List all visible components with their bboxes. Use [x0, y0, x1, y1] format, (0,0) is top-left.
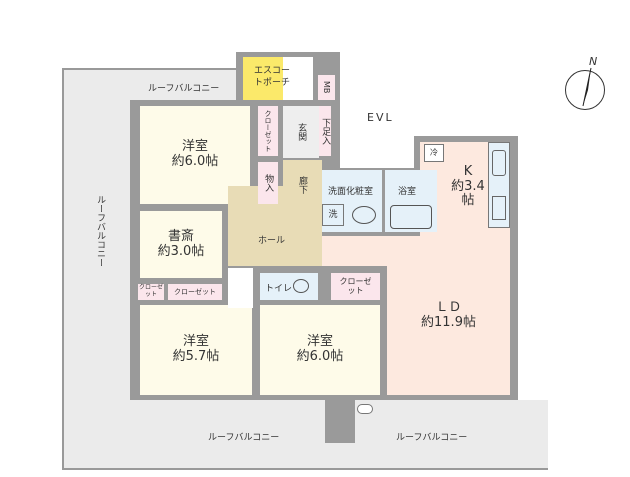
toilet-label: トイレ — [265, 284, 293, 294]
balcony-top — [64, 70, 240, 100]
kitchen: K 約3.4帖 — [448, 160, 488, 214]
mb-label: MB — [322, 81, 332, 94]
elevator-area — [340, 60, 418, 168]
fridge-label: 冷 — [430, 148, 438, 158]
corridor-label: 廊下 — [297, 176, 307, 194]
north-label: N — [589, 55, 598, 68]
ld-size: 約11.9帖 — [421, 314, 476, 330]
closet-mid: クローゼット — [331, 273, 380, 300]
balcony-outline — [62, 68, 548, 470]
outdoor-unit — [357, 404, 373, 414]
escort-porch-label: エスコートポーチ — [254, 66, 291, 88]
closet-study: クローゼット — [168, 284, 222, 300]
bedroom-1-size: 約6.0帖 — [171, 154, 219, 169]
bedroom-1-name: 洋室 — [181, 139, 208, 155]
mb: MB — [318, 75, 335, 100]
balcony-bottom — [64, 400, 548, 468]
right-wall — [510, 138, 518, 400]
corridor-area — [283, 160, 322, 190]
north-compass — [565, 70, 605, 110]
entrance: 玄関 — [283, 106, 319, 158]
escort-porch — [243, 57, 283, 100]
hall-label: ホール — [258, 236, 286, 246]
corridor-lower — [228, 268, 253, 308]
washroom-label: 洗面化粧室 — [328, 187, 374, 197]
bedroom-3: 洋室 約6.0帖 — [260, 305, 380, 395]
bedroom-2: 洋室 約5.7帖 — [140, 305, 252, 395]
bedroom-3-name: 洋室 — [306, 334, 333, 350]
washer: 洗 — [322, 204, 344, 226]
k-top-wall — [418, 136, 518, 142]
fridge: 冷 — [424, 144, 444, 162]
study-size: 約3.0帖 — [157, 243, 205, 259]
bedroom-3-size: 約6.0帖 — [296, 349, 344, 364]
storage-label: 物入 — [263, 174, 274, 192]
entrance-label: 玄関 — [296, 123, 307, 141]
kitchen-size: 約3.4帖 — [451, 178, 485, 209]
shoe-closet-label: 下足入 — [320, 117, 331, 145]
study: 書斎 約3.0帖 — [140, 211, 222, 278]
bedroom-2-name: 洋室 — [182, 334, 209, 350]
living-dining: ＬＤ 約11.9帖 — [387, 236, 510, 395]
shoe-closet: 下足入 — [319, 106, 331, 156]
stove-icon — [492, 196, 506, 220]
balcony-bottom-right-label: ルーフバルコニー — [396, 433, 468, 443]
balcony-left-label: ルーフバルコニー — [95, 195, 105, 267]
closet-mid-label: クローゼット — [339, 276, 372, 295]
ld-name: ＬＤ — [435, 299, 462, 315]
column-bottom — [325, 395, 355, 443]
closet-top-label: クローゼット — [264, 110, 273, 152]
bathroom-label: 浴室 — [398, 187, 417, 197]
storage: 物入 — [258, 162, 278, 204]
balcony-top-label: ルーフバルコニー — [148, 84, 220, 94]
balcony-bottom-left-label: ルーフバルコニー — [208, 433, 280, 443]
north-arrow-icon — [582, 67, 592, 107]
right-open — [518, 100, 630, 400]
bedroom-2-size: 約5.7帖 — [172, 349, 220, 364]
toilet-bowl-icon — [293, 279, 309, 293]
bathtub-icon — [390, 205, 432, 229]
kitchen-counter — [488, 142, 510, 228]
closet-study-small: クローゼット — [138, 284, 164, 300]
closet-top: クローゼット — [258, 106, 278, 156]
kitchen-name: K — [463, 163, 473, 179]
balcony-top-edge — [62, 68, 242, 70]
elevator-label: EVL — [367, 111, 394, 124]
upper-right-open — [418, 60, 518, 138]
sink-icon — [492, 150, 506, 176]
balcony-left — [64, 100, 130, 400]
washer-label: 洗 — [328, 209, 338, 220]
study-name: 書斎 — [167, 228, 194, 244]
closet-study-label: クローゼット — [174, 287, 216, 296]
basin-icon — [352, 206, 376, 224]
closet-study-small-label: クローゼット — [138, 284, 163, 298]
bathroom — [385, 170, 437, 232]
k-left-wall — [414, 136, 420, 170]
